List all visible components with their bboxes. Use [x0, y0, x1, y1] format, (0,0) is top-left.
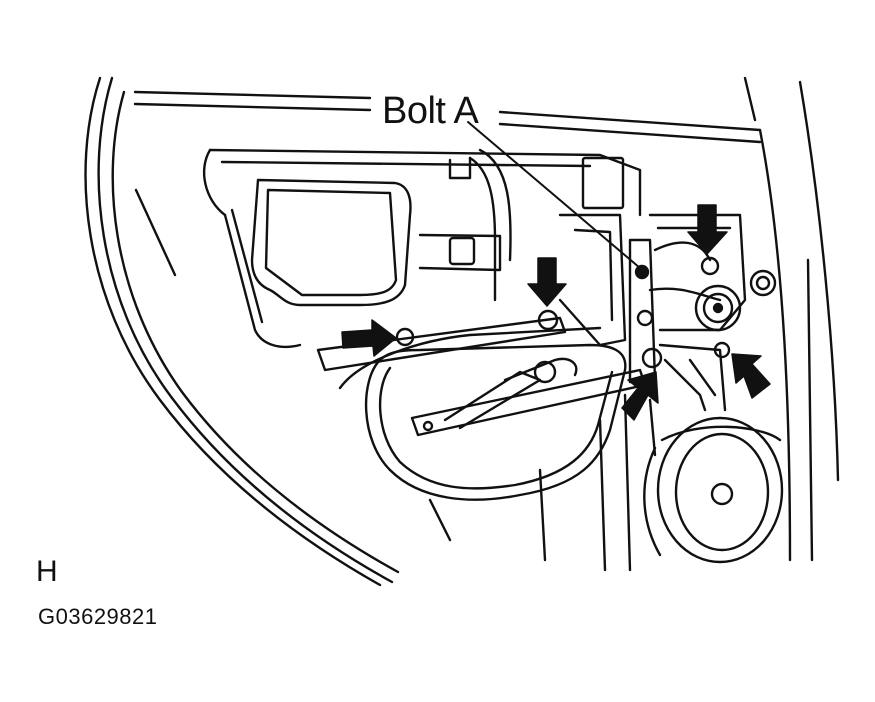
bolt-a: [634, 264, 650, 280]
pointer-arrows: [341, 204, 771, 421]
access-hole-lower: [364, 343, 627, 501]
panel-tab: [448, 156, 472, 180]
arrow-right-icon: [341, 319, 397, 357]
arrow-up-left-icon: [621, 371, 659, 421]
door-lower-lines: [428, 393, 657, 572]
bolt-right-lower: [713, 341, 731, 359]
panel-holes: [418, 156, 625, 272]
motor-gear: [694, 269, 777, 332]
bolts: [395, 256, 731, 369]
bolt-upper-rail: [537, 309, 559, 331]
bolt-a-leader-line: [467, 121, 641, 269]
arrow-down-icon: [527, 257, 567, 307]
view-letter-label: H: [36, 555, 58, 588]
inner-panel: [202, 148, 642, 349]
bolt-right-upper: [700, 256, 720, 276]
door-outer-frame: [84, 76, 400, 587]
bolt-center-lower: [641, 347, 663, 369]
bolt-left-rail: [395, 327, 415, 347]
figure-code-label: G03629821: [38, 604, 158, 629]
arrow-down-icon: [687, 204, 728, 255]
speaker: [643, 416, 784, 564]
door-top-rails: [133, 76, 762, 144]
access-hole-upper: [250, 178, 412, 307]
bolt-a-callout-label: Bolt A: [382, 90, 479, 132]
arrow-up-left-icon: [731, 353, 771, 399]
door-right-edge: [758, 80, 840, 562]
